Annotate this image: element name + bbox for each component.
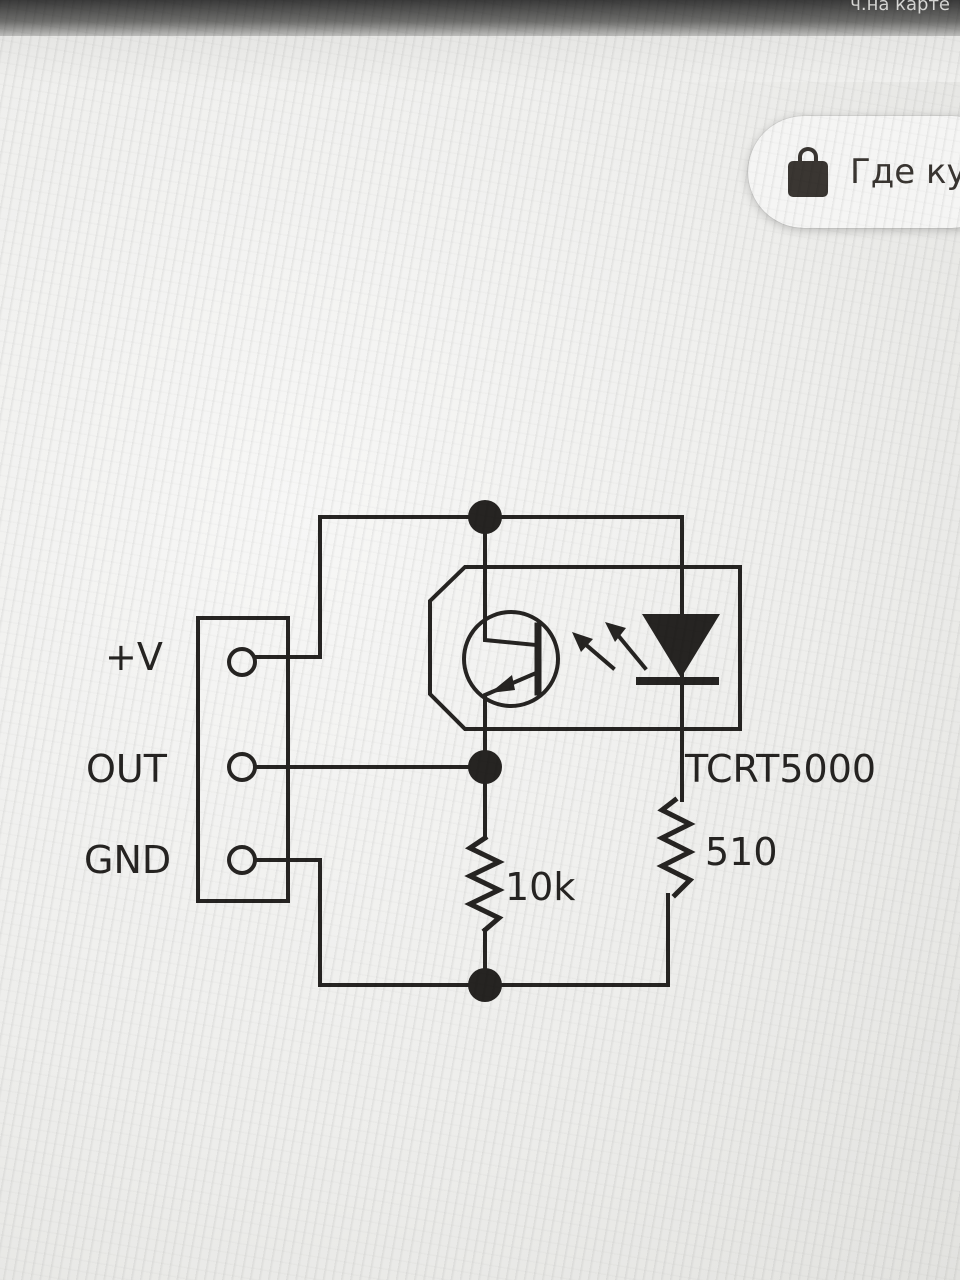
pin-vplus xyxy=(227,647,257,677)
phototransistor-collector xyxy=(483,620,539,648)
pin-out xyxy=(227,752,257,782)
resistor-510 xyxy=(656,796,696,899)
wire-gnd xyxy=(253,858,670,987)
top-strip-text: ч.на карте xyxy=(850,0,950,15)
label-510: 510 xyxy=(705,830,778,874)
where-to-buy-button[interactable]: Где ку xyxy=(748,116,960,228)
junction-gnd xyxy=(468,968,502,1002)
page-header-band xyxy=(0,36,960,82)
label-tcrt5000: TCRT5000 xyxy=(684,747,876,791)
junction-out xyxy=(468,750,502,784)
label-out: OUT xyxy=(86,747,168,791)
label-vplus: +V xyxy=(105,635,163,679)
browser-top-strip: ч.на карте xyxy=(0,0,960,36)
connector-block xyxy=(196,616,290,903)
where-to-buy-label: Где ку xyxy=(850,152,960,192)
shopping-bag-icon xyxy=(788,147,828,197)
label-gnd: GND xyxy=(84,838,171,882)
tcrt5000-package xyxy=(428,565,742,731)
phototransistor-emitter xyxy=(483,670,539,702)
junction-top xyxy=(468,500,502,534)
light-arrowhead-1 xyxy=(572,632,593,652)
led-diode-triangle xyxy=(642,614,720,678)
emitter-arrowhead xyxy=(490,675,515,693)
phototransistor-body xyxy=(462,610,560,708)
label-10k: 10k xyxy=(505,865,575,909)
light-arrowhead-2 xyxy=(605,622,626,642)
resistor-10k xyxy=(464,834,505,934)
pin-gnd xyxy=(227,845,257,875)
wire-vplus xyxy=(253,515,684,659)
